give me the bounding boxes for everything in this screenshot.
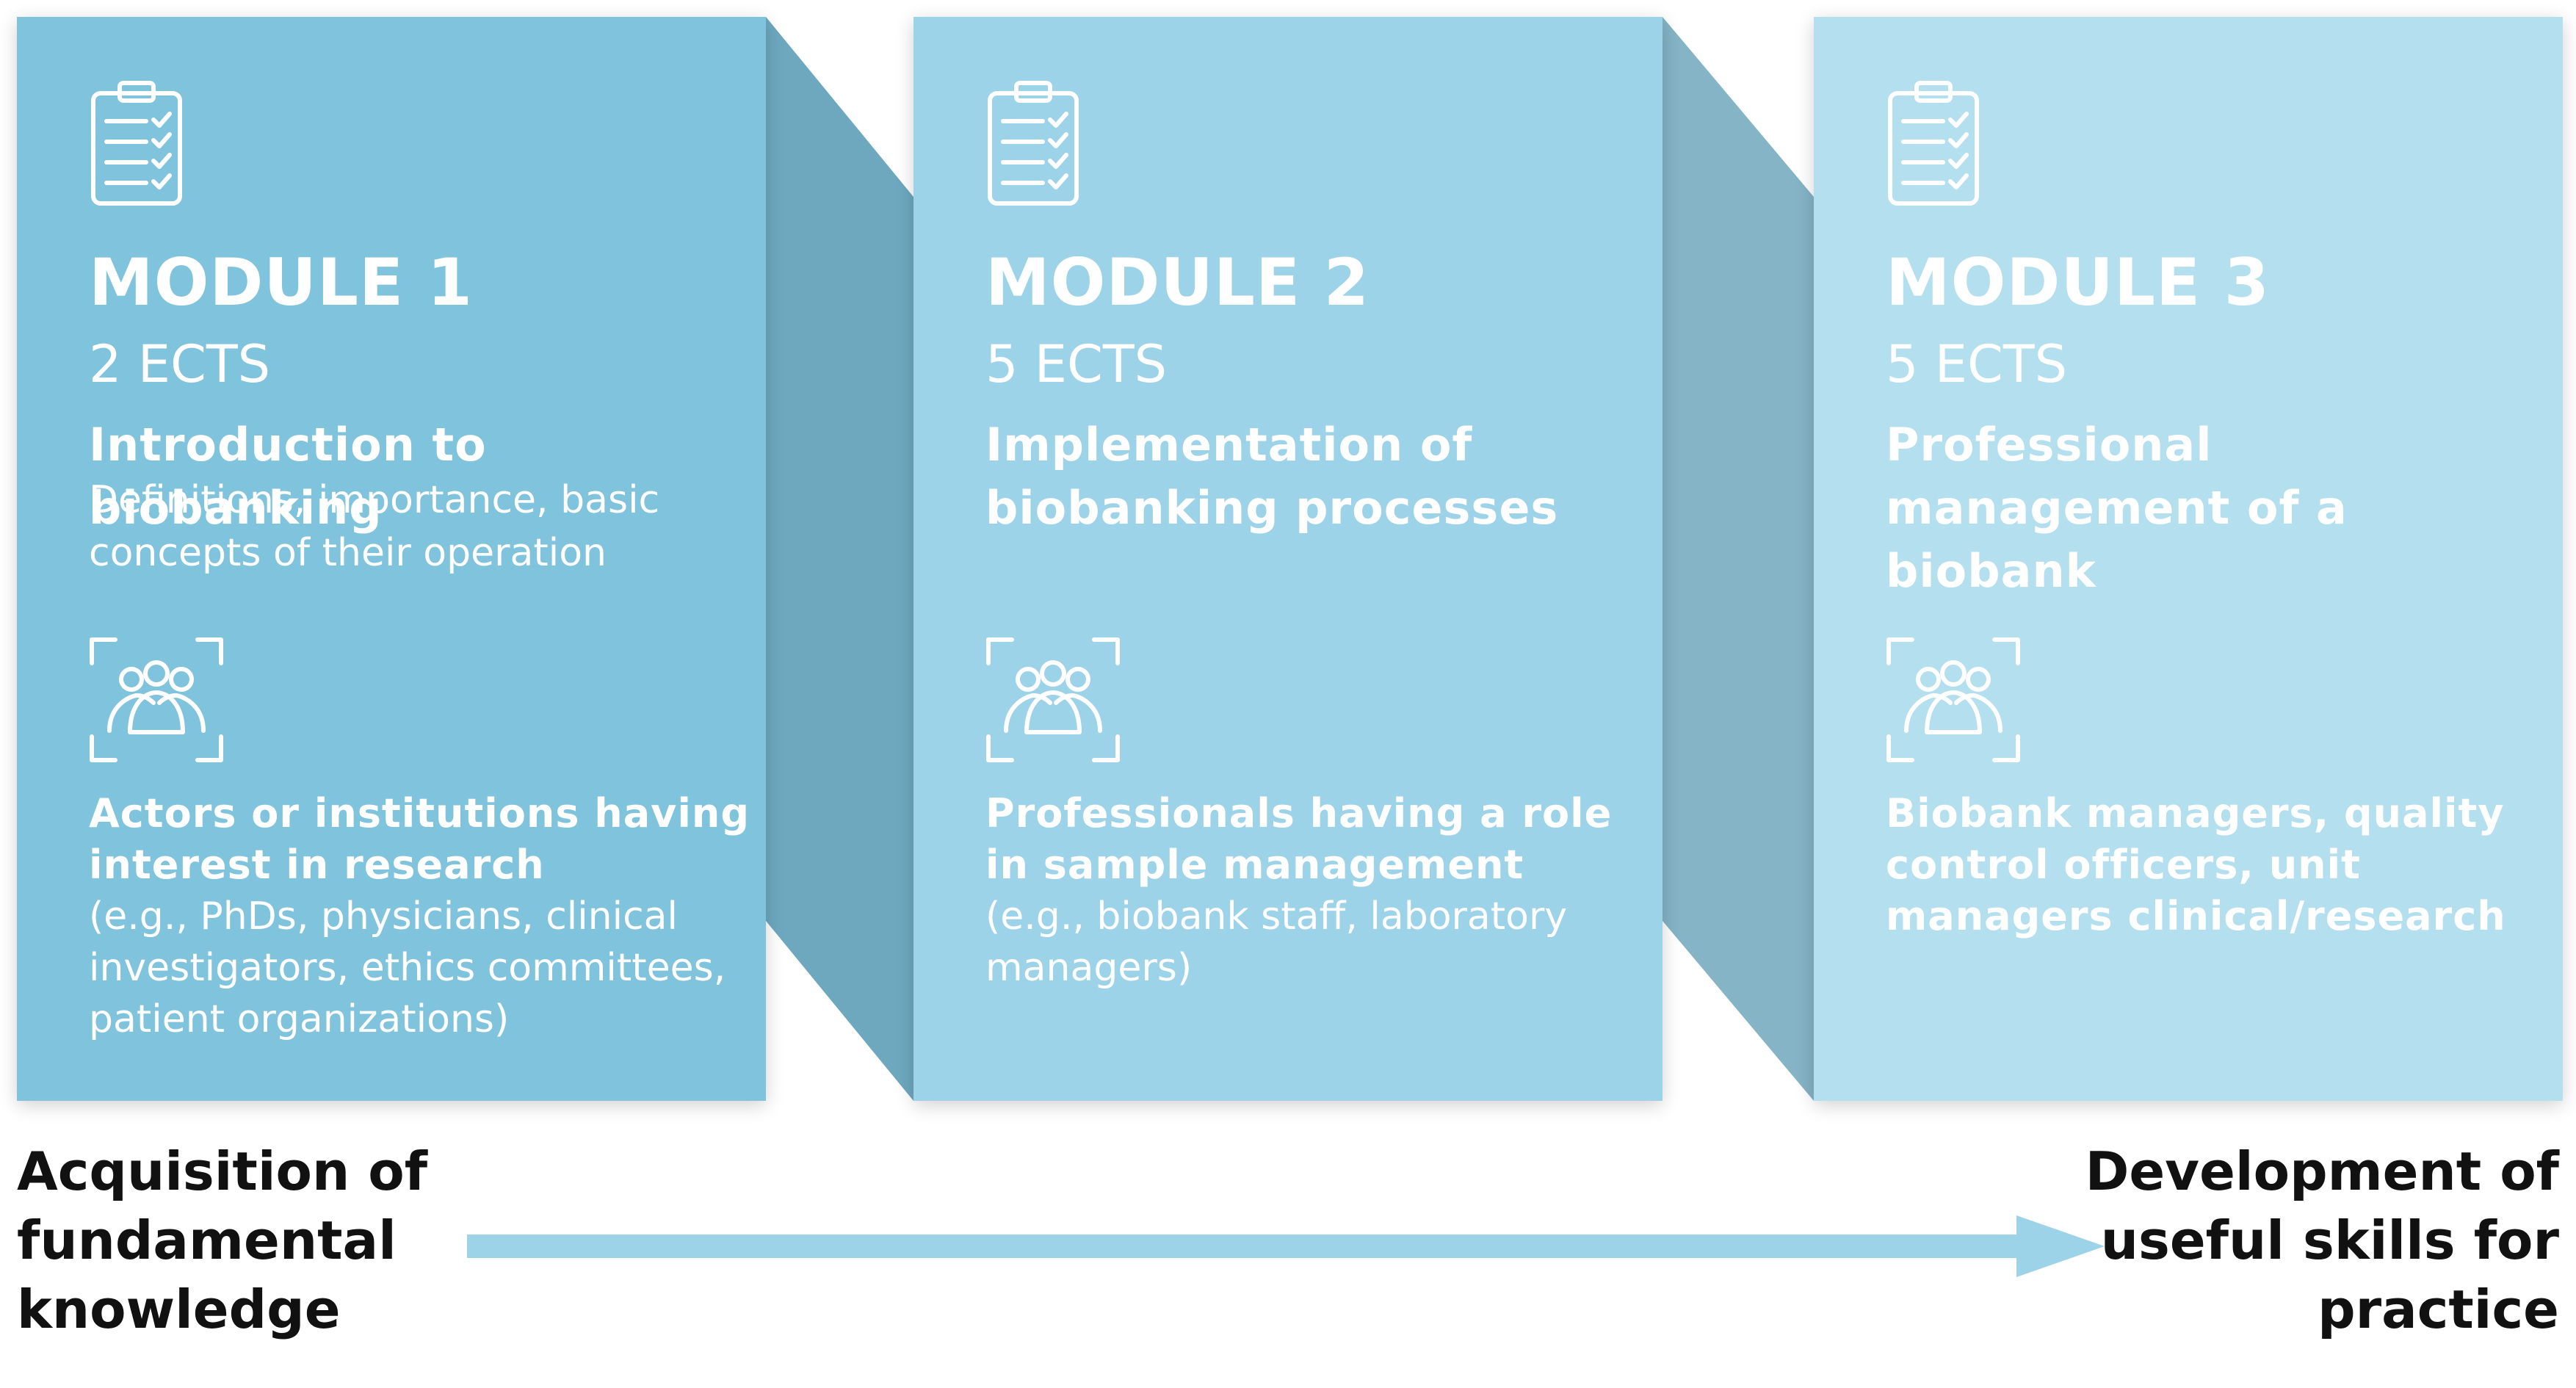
audience-examples: (e.g., biobank staff, laboratory manager… [985,894,1568,990]
module-title: MODULE 2 [985,245,1370,320]
progression-arrow-icon [467,1215,2105,1277]
connector-1-2 [766,17,913,1101]
clipboard-checklist-icon [988,81,1079,206]
module-heading: Professional management of a biobank [1886,418,2348,598]
module-ects: 5 ECTS [1886,334,2068,394]
module-ects: 2 ECTS [89,334,271,394]
connector-2-3 [1663,17,1814,1101]
progression-start-label: Acquisition of fundamental knowledge [17,1141,428,1340]
audience-text: Actors or institutions having interest i… [89,788,750,1045]
audience-title: Actors or institutions having interest i… [89,790,750,888]
progression-end-label: Development of useful skills for practic… [2085,1141,2559,1340]
module-heading: Implementation of biobanking processes [985,418,1559,535]
group-focus-icon [986,637,1120,762]
group-focus-icon [1886,637,2020,762]
audience-title: Biobank managers, quality control office… [1886,790,2506,939]
module-ects: 5 ECTS [985,334,1168,394]
audience-title: Professionals having a role in sample ma… [985,790,1613,888]
audience-text: Biobank managers, quality control office… [1886,788,2547,942]
module-description: Definitions, importance, basic concepts … [89,478,660,575]
module-heading: Introduction to biobanking [89,418,487,535]
module-title: MODULE 1 [89,245,473,320]
audience-examples: (e.g., PhDs, physicians, clinical invest… [89,894,726,1041]
module-title: MODULE 3 [1886,245,2270,320]
module-card-3: MODULE 3 5 ECTS Professional management … [1814,17,2563,1101]
clipboard-checklist-icon [91,81,182,206]
clipboard-checklist-icon [1888,81,1979,206]
group-focus-icon [90,637,223,762]
module-card-2: MODULE 2 5 ECTS Implementation of bioban… [913,17,1663,1101]
audience-text: Professionals having a role in sample ma… [985,788,1646,994]
module-card-1: MODULE 1 2 ECTS Introduction to biobanki… [17,17,766,1101]
